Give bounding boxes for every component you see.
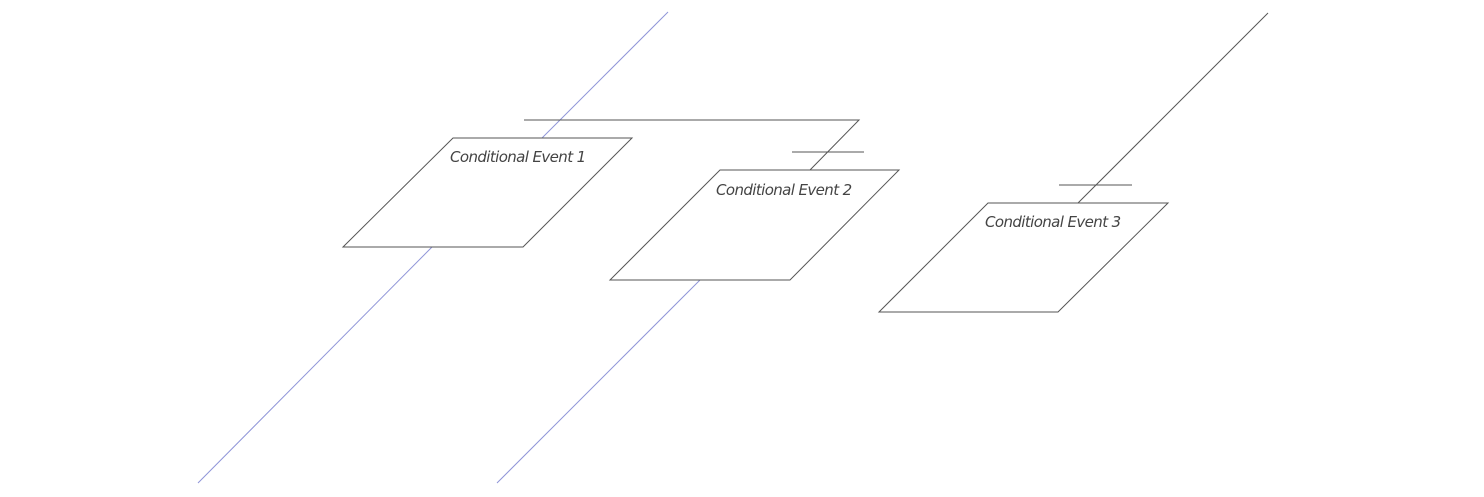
conditional-event-2-shape[interactable] <box>608 169 901 281</box>
conditional-event-3-node[interactable]: Conditional Event 3 <box>877 202 1170 313</box>
outgoing-flow-line-event-1[interactable] <box>197 246 433 484</box>
conditional-event-1-node[interactable]: Conditional Event 1 <box>341 137 634 248</box>
conditional-event-2-label: Conditional Event 2 <box>716 181 852 199</box>
outgoing-flow-line-event-2[interactable] <box>496 279 701 484</box>
connector-event-1-to-event-2[interactable] <box>524 119 861 171</box>
conditional-event-2-node[interactable]: Conditional Event 2 <box>608 169 901 281</box>
conditional-event-1-label: Conditional Event 1 <box>450 148 586 166</box>
incoming-connector-event-3[interactable] <box>1076 12 1269 205</box>
incoming-flow-line-event-1[interactable] <box>540 11 669 140</box>
conditional-event-1-shape[interactable] <box>341 137 634 248</box>
conditional-event-3-shape[interactable] <box>877 202 1170 313</box>
conditional-event-3-label: Conditional Event 3 <box>985 213 1121 231</box>
